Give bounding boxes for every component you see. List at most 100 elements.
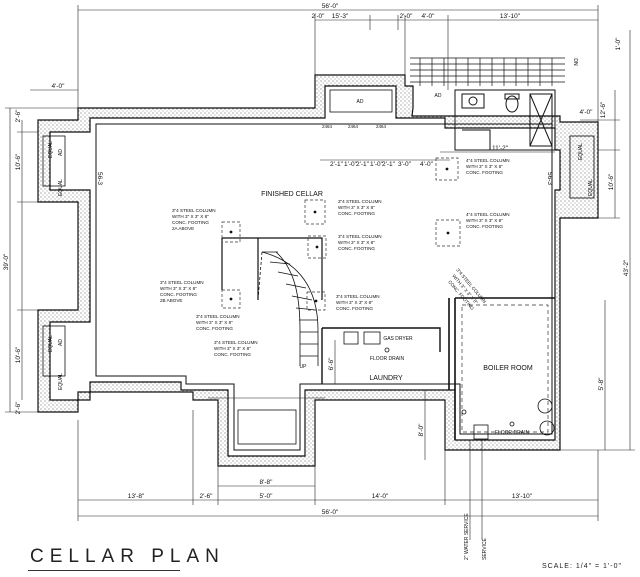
label-win-2: 2464 — [348, 124, 359, 129]
dim-bottom-overall: 56'-0" — [322, 509, 339, 516]
dim-top-seg1: 15'-3" — [332, 13, 349, 20]
dim-right-a: 4'-0" — [580, 109, 594, 116]
area-well-left-2 — [42, 325, 66, 377]
label-equal-4: EQUAL — [58, 373, 64, 390]
label-floor-drain-2: FLOOR DRAIN — [495, 430, 530, 436]
note-col1-l1: 3"4 STEEL COLUMN — [338, 199, 382, 204]
area-well-right — [569, 135, 595, 199]
note-col8-l3: CONC. FOOTING — [196, 326, 233, 331]
label-equal-3: EQUAL — [48, 335, 54, 352]
note-col6-l2: WITH 3" X 3" X 8" — [160, 286, 197, 291]
scale-note: SCALE: 1/4" = 1'-0" — [542, 563, 622, 570]
dim-row-4: 1'-0" — [370, 161, 384, 168]
label-gas-dryer: GAS DRYER — [383, 336, 413, 342]
dim-row-6: 3'-0" — [398, 161, 412, 168]
note-col9-l3: CONC. FOOTING — [214, 352, 251, 357]
note-col8-l2: WITH 3" X 3" X 8" — [196, 320, 233, 325]
dim-top-small2: 2'-0" — [400, 13, 414, 20]
note-col3-l2: WITH 3" X 3" X 8" — [338, 240, 375, 245]
label-floor-drain-1: FLOOR DRAIN — [370, 356, 405, 362]
dim-row-7: 4'-0" — [420, 161, 434, 168]
note-col6-l3: CONC. FOOTING — [160, 292, 197, 297]
area-well-left-1 — [42, 135, 66, 187]
bathroom — [454, 89, 556, 151]
note-col4-l3: CONC. FOOTING — [466, 224, 503, 229]
bottom-bay — [237, 409, 297, 445]
label-water-service: 2" WATER SERVICE — [464, 513, 470, 560]
note-col2-l3: CONC. FOOTING — [172, 220, 209, 225]
dim-top-small: 2'-0" — [312, 13, 326, 20]
label-equal-6: EQUAL — [588, 179, 594, 196]
dim-left-upper: 10'-6" — [15, 153, 22, 170]
title-underline — [28, 570, 180, 571]
label-up: UP — [300, 364, 308, 370]
dim-bottom-seg5: 13'-10" — [512, 493, 533, 500]
dim-left-bottom: 2'-6" — [15, 401, 22, 415]
dim-left-mid: 39'-0" — [3, 253, 10, 270]
dim-right-d: 5'-8" — [598, 377, 605, 391]
note-col1-l3: CONC. FOOTING — [338, 211, 375, 216]
note-col2-l4: 2A ABOVE — [172, 226, 194, 231]
note-col8-l1: 3"4 STEEL COLUMN — [196, 314, 240, 319]
label-service: SERVICE — [482, 537, 488, 560]
dim-right-overall: 43'-2" — [623, 259, 630, 276]
dimension-lines — [5, 5, 635, 540]
label-win-3: 2464 — [376, 124, 387, 129]
dim-bottom-seg3: 5'-0" — [260, 493, 274, 500]
note-col4-l2: WITH 3" X 3" X 8" — [466, 218, 503, 223]
dim-row-1: 2'-1" — [330, 161, 344, 168]
dim-left-lower: 10'-6" — [15, 346, 22, 363]
dim-left-top: 2'-6" — [15, 109, 22, 123]
label-ad-top: AD — [357, 99, 364, 105]
room-labels: FINISHED CELLAR LAUNDRY BOILER ROOM FLOO… — [48, 58, 594, 560]
note-col5-l1: 4"4 STEEL COLUMN — [466, 158, 510, 163]
dim-right-top: 1'-0" — [615, 37, 622, 51]
dim-row-2: 1'-0" — [344, 161, 358, 168]
dim-inner-8: 8'-0" — [418, 423, 425, 437]
note-col7-l1: 3"4 STEEL COLUMN — [336, 294, 380, 299]
dim-inner-6: 6'-6" — [328, 357, 335, 371]
label-equal-5: EQUAL — [578, 143, 584, 160]
dim-row-3: 2'-1" — [356, 161, 370, 168]
note-col4-l1: 4"4 STEEL COLUMN — [466, 212, 510, 217]
note-col9-l1: 3"4 STEEL COLUMN — [214, 340, 258, 345]
dim-top-seg3: 13'-10" — [500, 13, 521, 20]
label-dn: DN — [572, 58, 578, 66]
label-ad-left-1: AD — [58, 149, 64, 156]
dim-inner-11: 11'-2" — [492, 145, 509, 152]
dim-bottom-seg2: 2'-6" — [200, 493, 214, 500]
dim-top-seg2: 4'-0" — [422, 13, 436, 20]
label-ad-top2: AD — [435, 93, 442, 99]
dim-bottom-small: 8'-8" — [260, 479, 274, 486]
note-col7-l3: CONC. FOOTING — [336, 306, 373, 311]
dim-row-5: 2'-1" — [382, 161, 396, 168]
dim-right-b: 10'-6" — [608, 173, 615, 190]
note-col6-l4: 2B ABOVE — [160, 298, 182, 303]
boiler-room-wall — [448, 297, 555, 440]
note-col9-l2: WITH 3" X 3" X 8" — [214, 346, 251, 351]
dim-bottom-seg4: 14'-0" — [372, 493, 389, 500]
note-col3-l3: CONC. FOOTING — [338, 246, 375, 251]
boiler-fixtures — [343, 331, 555, 440]
note-col6-l1: 3"4 STEEL COLUMN — [160, 280, 204, 285]
plan-title: CELLAR PLAN — [30, 546, 225, 567]
stair-treads — [410, 57, 565, 86]
dim-top-overall: 56'-0" — [322, 3, 339, 10]
note-col2-l2: WITH 3" X 3" X 8" — [172, 214, 209, 219]
column-points — [229, 167, 450, 303]
laundry-wall — [321, 327, 441, 384]
note-col1-l2: WITH 3" X 3" X 8" — [338, 205, 375, 210]
spiral-stair — [257, 251, 319, 366]
note-col3-l1: 3"4 STEEL COLUMN — [338, 234, 382, 239]
wall-note-left: 56-3 — [96, 172, 103, 185]
note-col5-l3: CONC. FOOTING — [466, 170, 503, 175]
dim-top-left: 4'-0" — [52, 83, 66, 90]
foundation-wall — [37, 74, 599, 467]
boiler-room-inner — [461, 304, 549, 433]
stair-enclosure — [221, 237, 323, 300]
dim-bottom-seg1: 13'-8" — [128, 493, 145, 500]
column-footings — [221, 157, 461, 311]
label-boiler-room: BOILER ROOM — [483, 365, 533, 372]
wall-note-right: 56-3 — [546, 172, 553, 185]
